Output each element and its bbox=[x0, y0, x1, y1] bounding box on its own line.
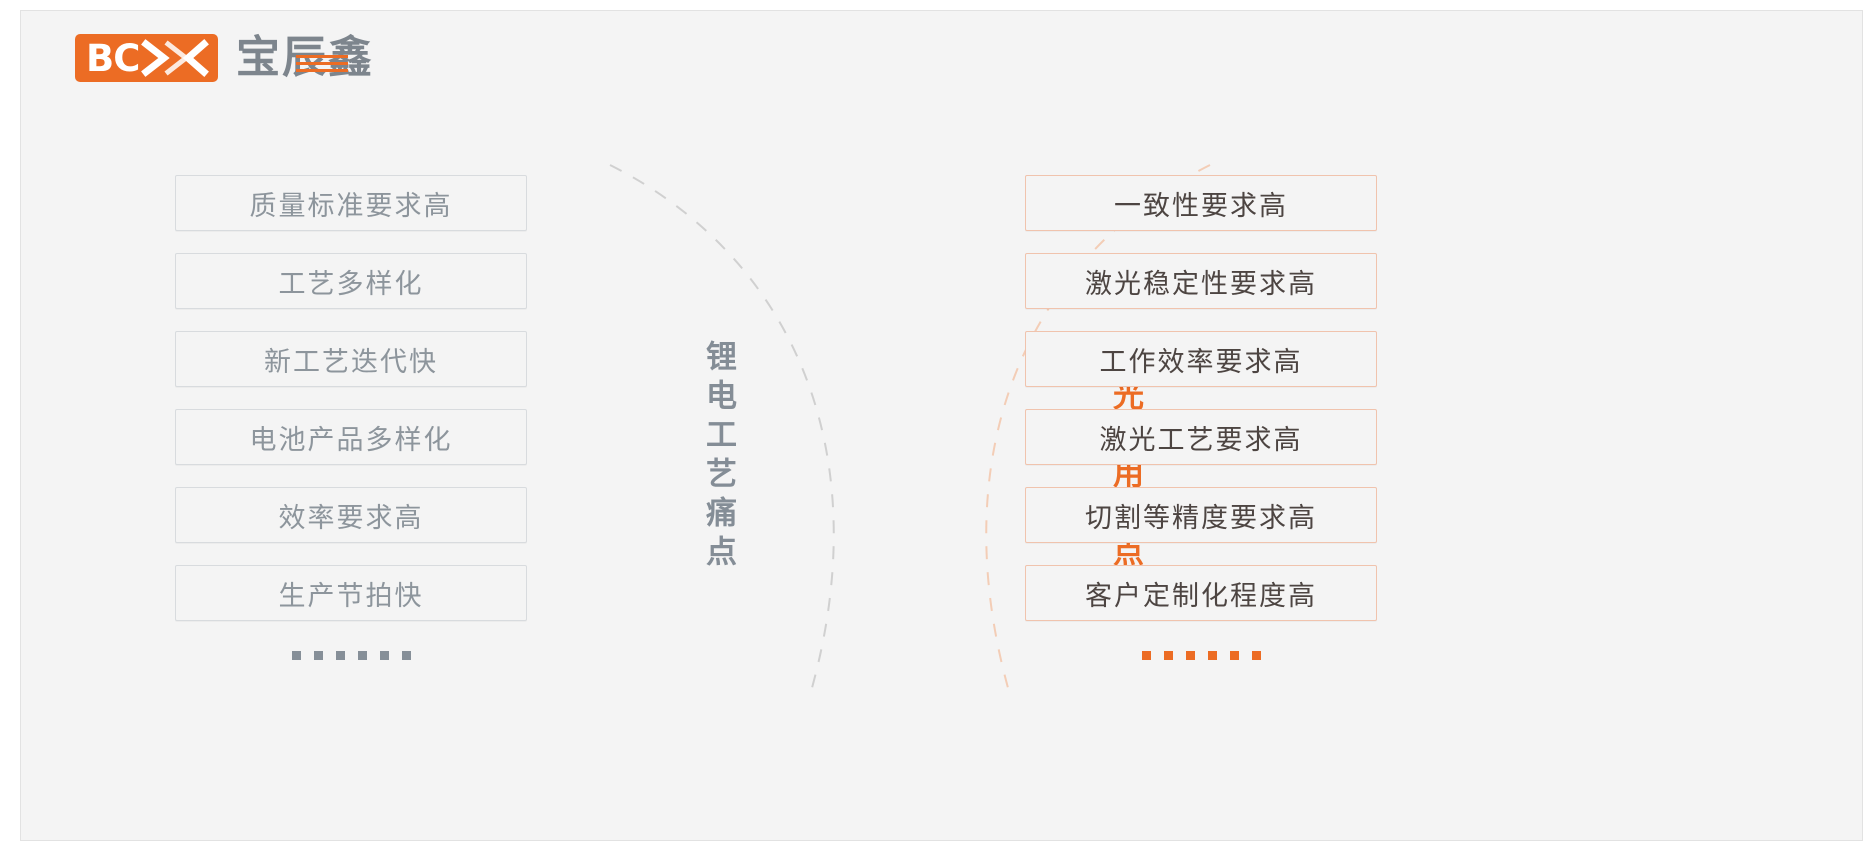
logo-mark: BC bbox=[75, 34, 218, 82]
left-panel-list: 质量标准要求高 工艺多样化 新工艺迭代快 电池产品多样化 效率要求高 生产节拍快 bbox=[175, 175, 527, 660]
brand-logo[interactable]: BC 宝辰鑫 bbox=[75, 28, 374, 88]
ellipsis-dot bbox=[401, 651, 411, 660]
ellipsis-dot bbox=[379, 651, 389, 660]
logo-company-name: 宝辰鑫 bbox=[236, 36, 374, 80]
list-item[interactable]: 工艺多样化 bbox=[175, 253, 527, 309]
logo-accent-stripe-3 bbox=[296, 69, 348, 72]
right-panel-list: 一致性要求高 激光稳定性要求高 工作效率要求高 激光工艺要求高 切割等精度要求高… bbox=[1025, 175, 1377, 660]
ellipsis-dot bbox=[291, 651, 301, 660]
left-panel-vertical-title: 锂电工艺痛点 bbox=[701, 340, 736, 574]
list-item[interactable]: 质量标准要求高 bbox=[175, 175, 527, 231]
ellipsis-dot bbox=[313, 651, 323, 660]
list-item[interactable]: 电池产品多样化 bbox=[175, 409, 527, 465]
ellipsis-dot bbox=[1185, 651, 1195, 660]
list-item[interactable]: 生产节拍快 bbox=[175, 565, 527, 621]
ellipsis-dot bbox=[1163, 651, 1173, 660]
logo-accent-stripe-2 bbox=[296, 62, 348, 65]
ellipsis-dot bbox=[1229, 651, 1239, 660]
ellipsis-dot bbox=[1141, 651, 1151, 660]
ellipsis-dot bbox=[335, 651, 345, 660]
list-item[interactable]: 激光工艺要求高 bbox=[1025, 409, 1377, 465]
list-item[interactable]: 一致性要求高 bbox=[1025, 175, 1377, 231]
logo-accent-stripe-1 bbox=[296, 55, 348, 58]
list-item[interactable]: 工作效率要求高 bbox=[1025, 331, 1377, 387]
left-ellipsis-dots bbox=[175, 651, 527, 660]
logo-mark-text: BC bbox=[86, 36, 140, 80]
right-ellipsis-dots bbox=[1025, 651, 1377, 660]
list-item[interactable]: 切割等精度要求高 bbox=[1025, 487, 1377, 543]
list-item[interactable]: 新工艺迭代快 bbox=[175, 331, 527, 387]
list-item[interactable]: 客户定制化程度高 bbox=[1025, 565, 1377, 621]
ellipsis-dot bbox=[1207, 651, 1217, 660]
ellipsis-dot bbox=[1251, 651, 1261, 660]
double-chevron-icon bbox=[138, 34, 212, 82]
list-item[interactable]: 效率要求高 bbox=[175, 487, 527, 543]
list-item[interactable]: 激光稳定性要求高 bbox=[1025, 253, 1377, 309]
ellipsis-dot bbox=[357, 651, 367, 660]
